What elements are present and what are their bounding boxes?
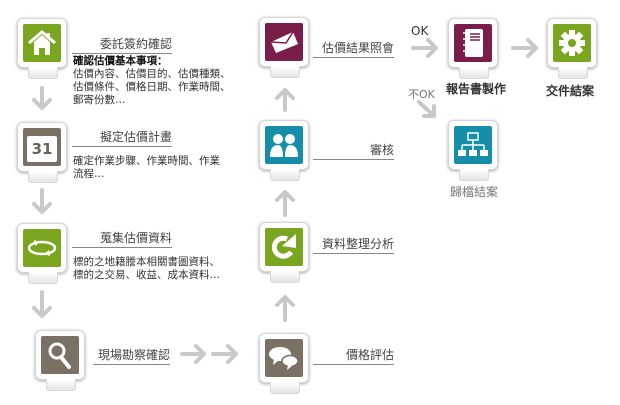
step-5-label[interactable]: 價格評估: [313, 346, 394, 365]
step-11-tile[interactable]: [448, 120, 498, 182]
step-5-tile[interactable]: [259, 333, 309, 395]
arrow-down-icon: [32, 290, 52, 318]
step-4-tile[interactable]: [35, 330, 85, 392]
step-2-description: 確定作業步驟、作業時間、作業流程…: [73, 155, 220, 180]
arrow-right-icon: [180, 344, 206, 364]
step-9-label[interactable]: 報告書製作: [446, 82, 507, 96]
arrow-up-icon: [275, 190, 295, 217]
hierarchy-icon: [454, 126, 492, 164]
arrow-right-icon: [411, 38, 438, 58]
step-10-tile[interactable]: [547, 18, 597, 80]
calendar-icon: 31: [23, 128, 61, 166]
step-11-label[interactable]: 歸檔結案: [450, 185, 499, 199]
arrow-right-icon: [511, 38, 538, 58]
gear-icon: [553, 24, 591, 62]
arrow-up-icon: [275, 88, 295, 112]
step-2-tile[interactable]: 31: [17, 122, 67, 184]
chat-icon: [265, 339, 303, 377]
step-6-label[interactable]: 資料整理分析: [313, 235, 394, 254]
step-1-description: 確認估價基本事項：估價內容、估價目的、估價種類、估價條件、價格日期、作業時間、郵…: [73, 55, 231, 106]
refresh-icon: [23, 229, 61, 267]
step-4-label[interactable]: 現場勘察確認: [93, 346, 170, 365]
step-7-label[interactable]: 審核: [313, 141, 394, 160]
step-3-label[interactable]: 蒐集估價資料: [72, 229, 172, 248]
step-8-label[interactable]: 估價結果照會: [313, 39, 394, 58]
step-6-tile[interactable]: [259, 222, 309, 284]
notebook-icon: [454, 24, 492, 62]
house-icon: [23, 24, 61, 62]
step-2-label[interactable]: 擬定估價計畫: [72, 128, 172, 147]
mail-icon: [265, 23, 303, 61]
search-icon: [41, 336, 79, 374]
arrow-up-icon: [275, 295, 295, 322]
step-1-tile[interactable]: [17, 18, 67, 80]
arrow-diagonal-icon: [417, 100, 436, 118]
step-3-tile[interactable]: [17, 223, 67, 285]
arrow-down-icon: [32, 86, 52, 110]
step-7-tile[interactable]: [259, 120, 309, 182]
people-icon: [265, 126, 303, 164]
arrow-down-icon: [32, 188, 52, 214]
step-1-label[interactable]: 委託簽約確認: [72, 35, 172, 54]
not-ok-branch-label: 不OK: [408, 88, 435, 101]
step-3-description: 標的之地籍謄本相關書圖資料、標的之交易、收益、成本資料…: [73, 256, 220, 281]
step-9-tile[interactable]: [448, 18, 498, 80]
step-8-tile[interactable]: [259, 17, 309, 79]
redo-icon: [265, 228, 303, 266]
ok-branch-label: OK: [411, 24, 429, 38]
step-10-label[interactable]: 交件結案: [546, 84, 595, 98]
arrow-right-icon: [211, 344, 238, 364]
